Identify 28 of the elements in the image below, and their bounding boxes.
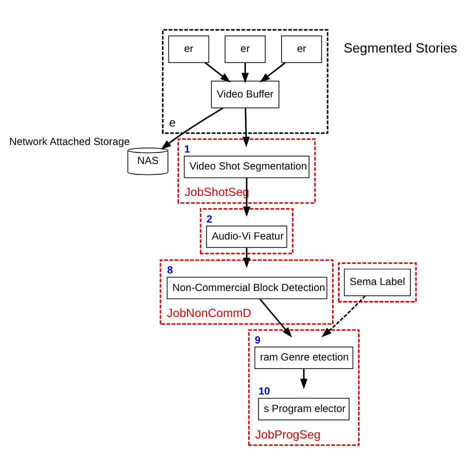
node-box: Video Shot Segmentation	[184, 155, 310, 178]
arrow	[242, 62, 249, 83]
node-box: Video Buffer	[211, 80, 280, 108]
node-box: er	[281, 34, 322, 62]
node-box: er	[168, 34, 210, 62]
node-box: ram Genre etection	[254, 346, 354, 368]
cluster	[200, 208, 294, 254]
arrow	[243, 247, 250, 268]
label: Segmented Stories	[344, 40, 458, 55]
arrow	[259, 298, 292, 337]
cluster	[338, 262, 417, 302]
node-box: Non-Commercial Block Detection	[166, 276, 328, 299]
arrow	[242, 108, 250, 147]
node-label: 8	[167, 265, 173, 276]
node-label: 1	[184, 144, 190, 156]
arrow	[300, 368, 308, 389]
arrow	[260, 62, 286, 82]
arrow	[321, 294, 366, 337]
node-box: Audio-Vi Featur	[206, 225, 288, 248]
node-label: 9	[254, 334, 261, 346]
node-label: Network Attached Storage	[9, 136, 130, 148]
node-box: Sema Label	[344, 268, 411, 296]
node-label: 2	[206, 214, 212, 225]
node-box: er	[224, 34, 266, 62]
node-label: 10	[258, 386, 270, 398]
arrow	[160, 106, 224, 150]
arrow	[204, 62, 231, 82]
node-box: s Program elector	[258, 397, 350, 420]
